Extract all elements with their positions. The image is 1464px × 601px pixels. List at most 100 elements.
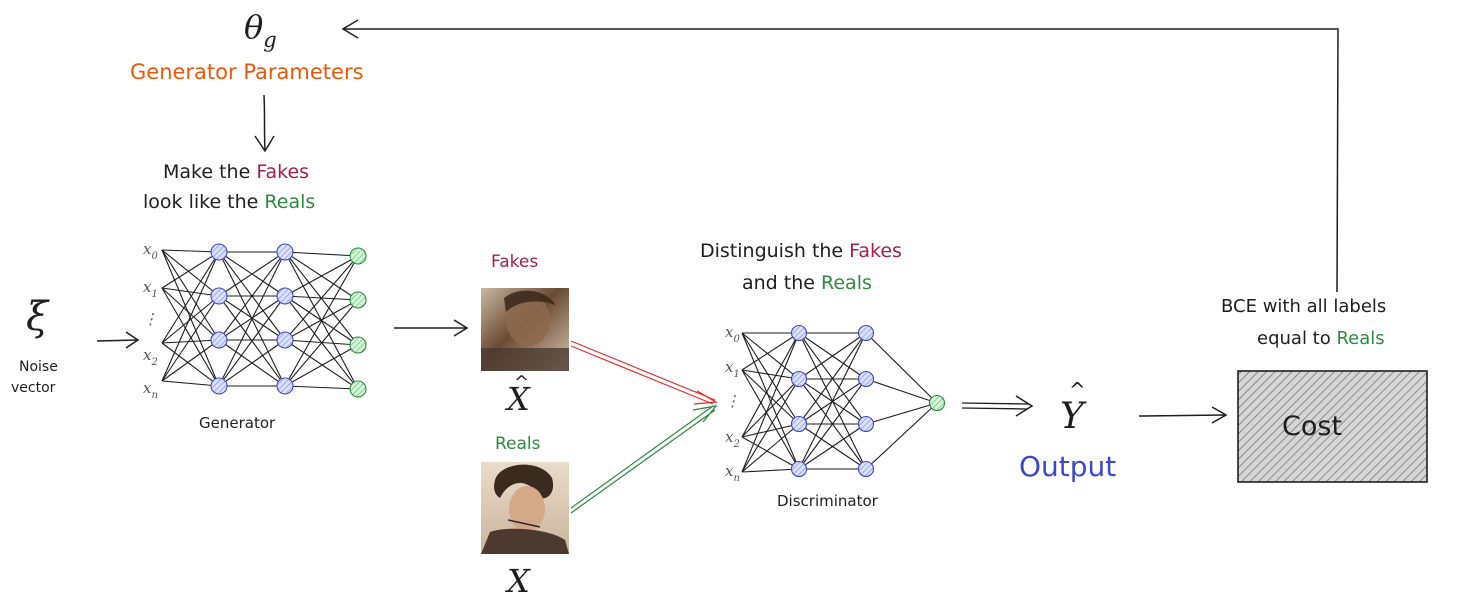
generator-instruction-line2: look like the Reals (143, 191, 315, 213)
generator-link (218, 295, 286, 387)
discriminator-link (798, 332, 867, 380)
x-hat-symbol: X (504, 380, 531, 418)
discriminator-link (741, 332, 800, 438)
discriminator-input-label: x1 (725, 358, 740, 380)
x-symbol: X (504, 562, 531, 600)
fake-image (481, 288, 569, 371)
discriminator-instruction-line2: and the Reals (742, 272, 872, 294)
generator-link (218, 251, 286, 341)
generator-link (284, 299, 359, 387)
generator-input-label: ⋮ (143, 310, 158, 328)
generator-link (161, 295, 220, 382)
generator-hidden-node (210, 377, 228, 395)
generator-link (284, 251, 359, 257)
y-hat-accent: ^ (1069, 378, 1086, 402)
generator-link (161, 380, 220, 387)
reals-to-discriminator-arrow (570, 405, 718, 514)
generator-label: Generator (199, 414, 276, 432)
bce-label-line1: BCE with all labels (1221, 296, 1386, 317)
generator-output-node (349, 247, 367, 265)
discriminator-link (798, 423, 867, 470)
discriminator-link (741, 332, 800, 470)
generator-link (218, 251, 286, 297)
generator-link (161, 251, 220, 382)
discriminator-link (741, 369, 800, 425)
discriminator-link (798, 332, 867, 425)
discriminator-link (865, 402, 938, 470)
output-label: Output (1019, 450, 1116, 483)
generator-hidden-node (210, 243, 228, 261)
generator-input-label: x0 (143, 240, 158, 262)
discriminator-hidden-node (790, 415, 808, 433)
params-to-generator-arrow (254, 94, 275, 153)
generator-hidden-node (276, 287, 294, 305)
generator-link (161, 287, 220, 387)
discriminator-to-output-arrow (961, 395, 1034, 417)
discriminator-link (741, 378, 800, 473)
generator-link (161, 342, 220, 387)
generator-link (218, 339, 286, 387)
generator-hidden-node (276, 243, 294, 261)
generator-link (161, 249, 220, 253)
discriminator-link (741, 423, 800, 473)
generator-output-node (349, 291, 367, 309)
discriminator-link (741, 332, 800, 371)
theta-symbol: θg (244, 8, 277, 52)
generator-link (161, 251, 220, 344)
real-image (481, 462, 569, 554)
generator-input-label: x1 (143, 278, 158, 300)
generator-network: x0 x1 ⋮ x2 xn (143, 240, 367, 401)
generator-link (284, 255, 359, 297)
discriminator-input-label: x2 (725, 428, 740, 450)
generator-hidden-node (210, 287, 228, 305)
generator-input-label: x2 (143, 346, 158, 368)
generator-link (161, 249, 220, 341)
noise-label-line2: vector (11, 380, 56, 396)
discriminator-link (865, 378, 938, 404)
x-hat-accent: ^ (514, 372, 529, 393)
discriminator-hidden-node (857, 460, 875, 478)
discriminator-input-label: xn (725, 462, 740, 484)
generator-input-label: xn (143, 379, 158, 401)
generator-to-fakes-arrow (394, 319, 469, 337)
generator-link (284, 255, 359, 387)
generator-link (284, 339, 359, 390)
discriminator-hidden-node (857, 324, 875, 342)
generator-output-node (349, 336, 367, 354)
generator-link (161, 339, 220, 344)
cost-label: Cost (1282, 411, 1342, 442)
discriminator-label: Discriminator (777, 492, 879, 510)
discriminator-link (741, 332, 800, 473)
discriminator-input-label: ⋮ (725, 392, 740, 410)
discriminator-output-node (928, 394, 946, 412)
fakes-label: Fakes (491, 252, 538, 272)
noise-to-generator-arrow (96, 331, 140, 349)
generator-output-node (349, 380, 367, 398)
discriminator-link (741, 332, 800, 425)
noise-label-line1: Noise (19, 359, 58, 375)
reals-label: Reals (495, 434, 541, 454)
generator-link (161, 295, 220, 344)
discriminator-link (741, 468, 800, 473)
discriminator-hidden-node (857, 415, 875, 433)
discriminator-hidden-node (857, 370, 875, 388)
generator-link (161, 339, 220, 382)
feedback-arrow (341, 19, 1339, 293)
bce-label-line2: equal to Reals (1257, 328, 1385, 349)
generator-link (284, 255, 359, 341)
y-hat-symbol: Y (1060, 396, 1087, 437)
discriminator-link (741, 423, 800, 438)
generator-link (284, 344, 359, 387)
generator-link (161, 249, 220, 387)
xi-symbol: ξ (26, 294, 50, 340)
generator-link (218, 251, 286, 387)
generator-link (284, 385, 359, 390)
generator-parameters-label: Generator Parameters (130, 60, 364, 84)
generator-instruction-line1: Make the Fakes (163, 161, 309, 183)
discriminator-hidden-node (790, 370, 808, 388)
discriminator-link (741, 332, 800, 380)
discriminator-instruction-line1: Distinguish the Fakes (700, 240, 902, 262)
discriminator-link (865, 332, 938, 404)
